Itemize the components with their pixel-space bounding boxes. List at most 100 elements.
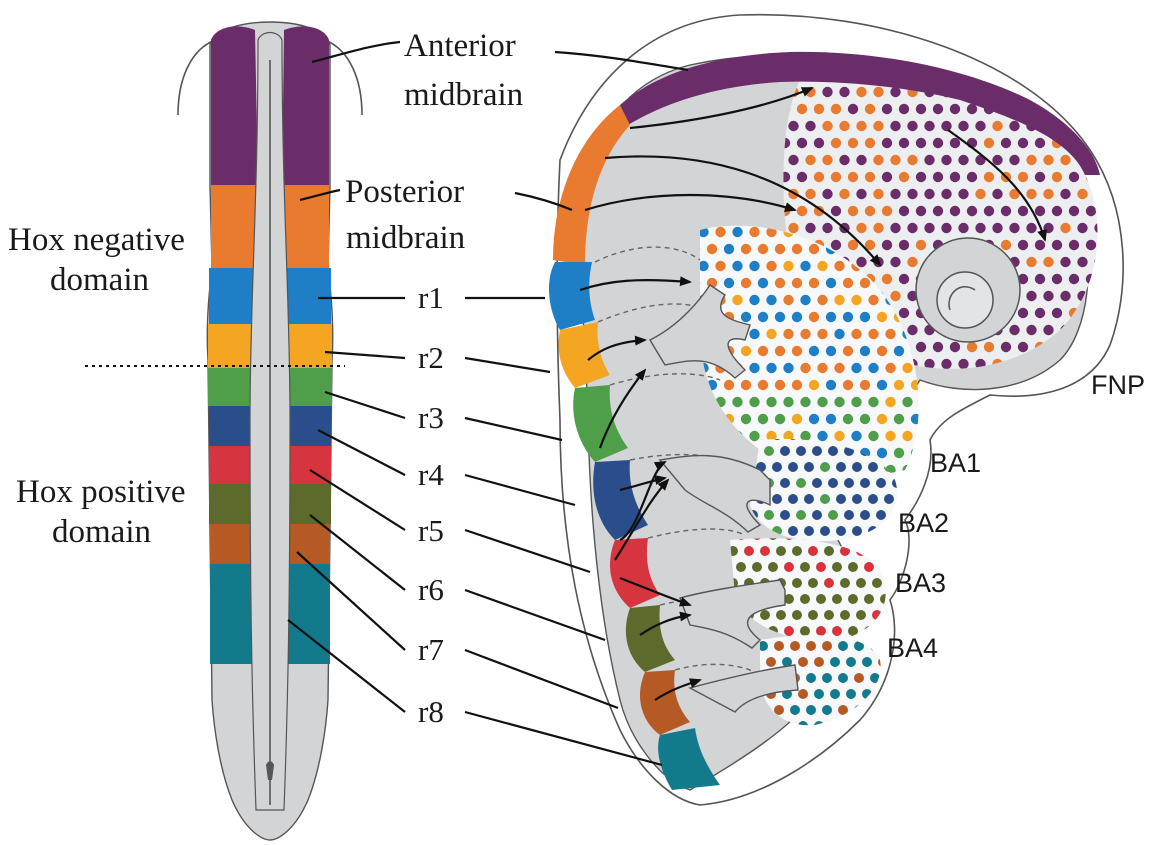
neural-crest-cell bbox=[766, 295, 776, 305]
neural-crest-cell bbox=[812, 478, 822, 488]
neural-crest-cell bbox=[911, 414, 921, 424]
neural-crest-cell bbox=[824, 578, 834, 588]
neural-crest-cell bbox=[1035, 70, 1045, 80]
neural-crest-cell bbox=[877, 380, 887, 390]
neural-crest-cell bbox=[890, 223, 900, 233]
neural-crest-cell bbox=[817, 431, 827, 441]
neural-crest-cell bbox=[749, 295, 759, 305]
neural-crest-cell bbox=[958, 223, 968, 233]
neural-crest-cell bbox=[1009, 155, 1019, 165]
neural-crest-cell bbox=[876, 478, 886, 488]
neural-crest-cell bbox=[890, 189, 900, 199]
neural-crest-cell bbox=[894, 448, 904, 458]
neural-crest-cell bbox=[741, 380, 751, 390]
neural-crest-cell bbox=[892, 478, 902, 488]
neural-crest-cell bbox=[828, 510, 838, 520]
neural-crest-cell bbox=[860, 380, 870, 390]
neural-crest-cell bbox=[831, 206, 841, 216]
neural-crest-cell bbox=[1035, 308, 1045, 318]
neural-crest-cell bbox=[984, 342, 994, 352]
neural-crest-cell bbox=[836, 526, 846, 536]
neural-crest-cell bbox=[838, 705, 848, 715]
neural-crest-cell bbox=[741, 278, 751, 288]
neural-crest-cell bbox=[808, 546, 818, 556]
neural-crest-cell bbox=[1103, 240, 1113, 250]
neural-crest-cell bbox=[816, 626, 826, 636]
neural-crest-cell bbox=[846, 689, 856, 699]
neural-crest-cell bbox=[843, 414, 853, 424]
neural-crest-cell bbox=[817, 295, 827, 305]
neural-crest-cell bbox=[950, 342, 960, 352]
neural-crest-cell bbox=[822, 223, 832, 233]
neural-crest-cell bbox=[924, 155, 934, 165]
neural-crest-cell bbox=[992, 121, 1002, 131]
neural-crest-cell bbox=[848, 626, 858, 636]
neural-crest-cell bbox=[873, 189, 883, 199]
neural-crest-cell bbox=[775, 346, 785, 356]
neural-crest-cell bbox=[800, 431, 810, 441]
neural-crest-cell bbox=[868, 494, 878, 504]
neural-crest-cell bbox=[809, 380, 819, 390]
neural-crest-cell bbox=[907, 155, 917, 165]
neural-crest-cell bbox=[816, 562, 826, 572]
neural-crest-cell bbox=[1052, 308, 1062, 318]
neural-crest-cell bbox=[797, 172, 807, 182]
neural-crest-cell bbox=[766, 261, 776, 271]
neural-crest-cell bbox=[744, 546, 754, 556]
neural-crest-cell bbox=[775, 414, 785, 424]
neural-crest-cell bbox=[860, 510, 870, 520]
neural-crest-cell bbox=[840, 546, 850, 556]
neural-crest-cell bbox=[816, 594, 826, 604]
neural-crest-cell bbox=[788, 223, 798, 233]
neural-crest-cell bbox=[783, 329, 793, 339]
neural-crest-cell bbox=[1043, 325, 1053, 335]
neural-crest-cell bbox=[1043, 257, 1053, 267]
neural-crest-cell bbox=[851, 363, 861, 373]
neural-crest-cell bbox=[856, 223, 866, 233]
neural-crest-cell bbox=[1060, 359, 1070, 369]
neural-crest-cell bbox=[882, 172, 892, 182]
neural-crest-cell bbox=[1077, 189, 1087, 199]
neural-crest-cell bbox=[808, 610, 818, 620]
neural-crest-cell bbox=[894, 380, 904, 390]
neural-crest-cell bbox=[828, 478, 838, 488]
neural-crest-cell bbox=[862, 689, 872, 699]
neural-crest-cell bbox=[806, 705, 816, 715]
neural-crest-cell bbox=[1077, 87, 1087, 97]
neural-crest-cell bbox=[1043, 155, 1053, 165]
neural-crest-cell bbox=[864, 626, 874, 636]
neural-crest-cell bbox=[776, 610, 786, 620]
neural-crest-cell bbox=[864, 594, 874, 604]
neural-crest-cell bbox=[1052, 274, 1062, 284]
neural-crest-cell bbox=[933, 138, 943, 148]
neural-crest-cell bbox=[848, 104, 858, 114]
neural-crest-cell bbox=[900, 494, 910, 504]
neural-crest-cell bbox=[814, 138, 824, 148]
neural-crest-cell bbox=[950, 104, 960, 114]
neural-crest-cell bbox=[984, 206, 994, 216]
neural-crest-cell bbox=[884, 494, 894, 504]
neural-crest-cell bbox=[868, 462, 878, 472]
neural-crest-cell bbox=[736, 562, 746, 572]
neural-crest-cell bbox=[788, 462, 798, 472]
neural-crest-cell bbox=[1060, 291, 1070, 301]
label-r3: r3 bbox=[418, 400, 444, 435]
neural-crest-cell bbox=[797, 138, 807, 148]
neural-crest-cell bbox=[834, 431, 844, 441]
neural-crest-cell bbox=[851, 329, 861, 339]
neural-crest-cell bbox=[800, 329, 810, 339]
neural-crest-cell bbox=[838, 641, 848, 651]
neural-crest-cell bbox=[1077, 121, 1087, 131]
neural-crest-cell bbox=[880, 530, 890, 540]
neural-crest-cell bbox=[783, 295, 793, 305]
neural-crest-cell bbox=[843, 278, 853, 288]
label-posterior-midbrain-l1: Posterior bbox=[345, 174, 464, 210]
neural-crest-cell bbox=[840, 578, 850, 588]
neural-crest-cell bbox=[1086, 274, 1096, 284]
neural-crest-cell bbox=[899, 308, 909, 318]
neural-crest-cell bbox=[828, 446, 838, 456]
neural-crest-cell bbox=[766, 363, 776, 373]
label-r7: r7 bbox=[418, 632, 444, 667]
label-r1: r1 bbox=[418, 280, 444, 315]
neural-crest-cell bbox=[967, 104, 977, 114]
